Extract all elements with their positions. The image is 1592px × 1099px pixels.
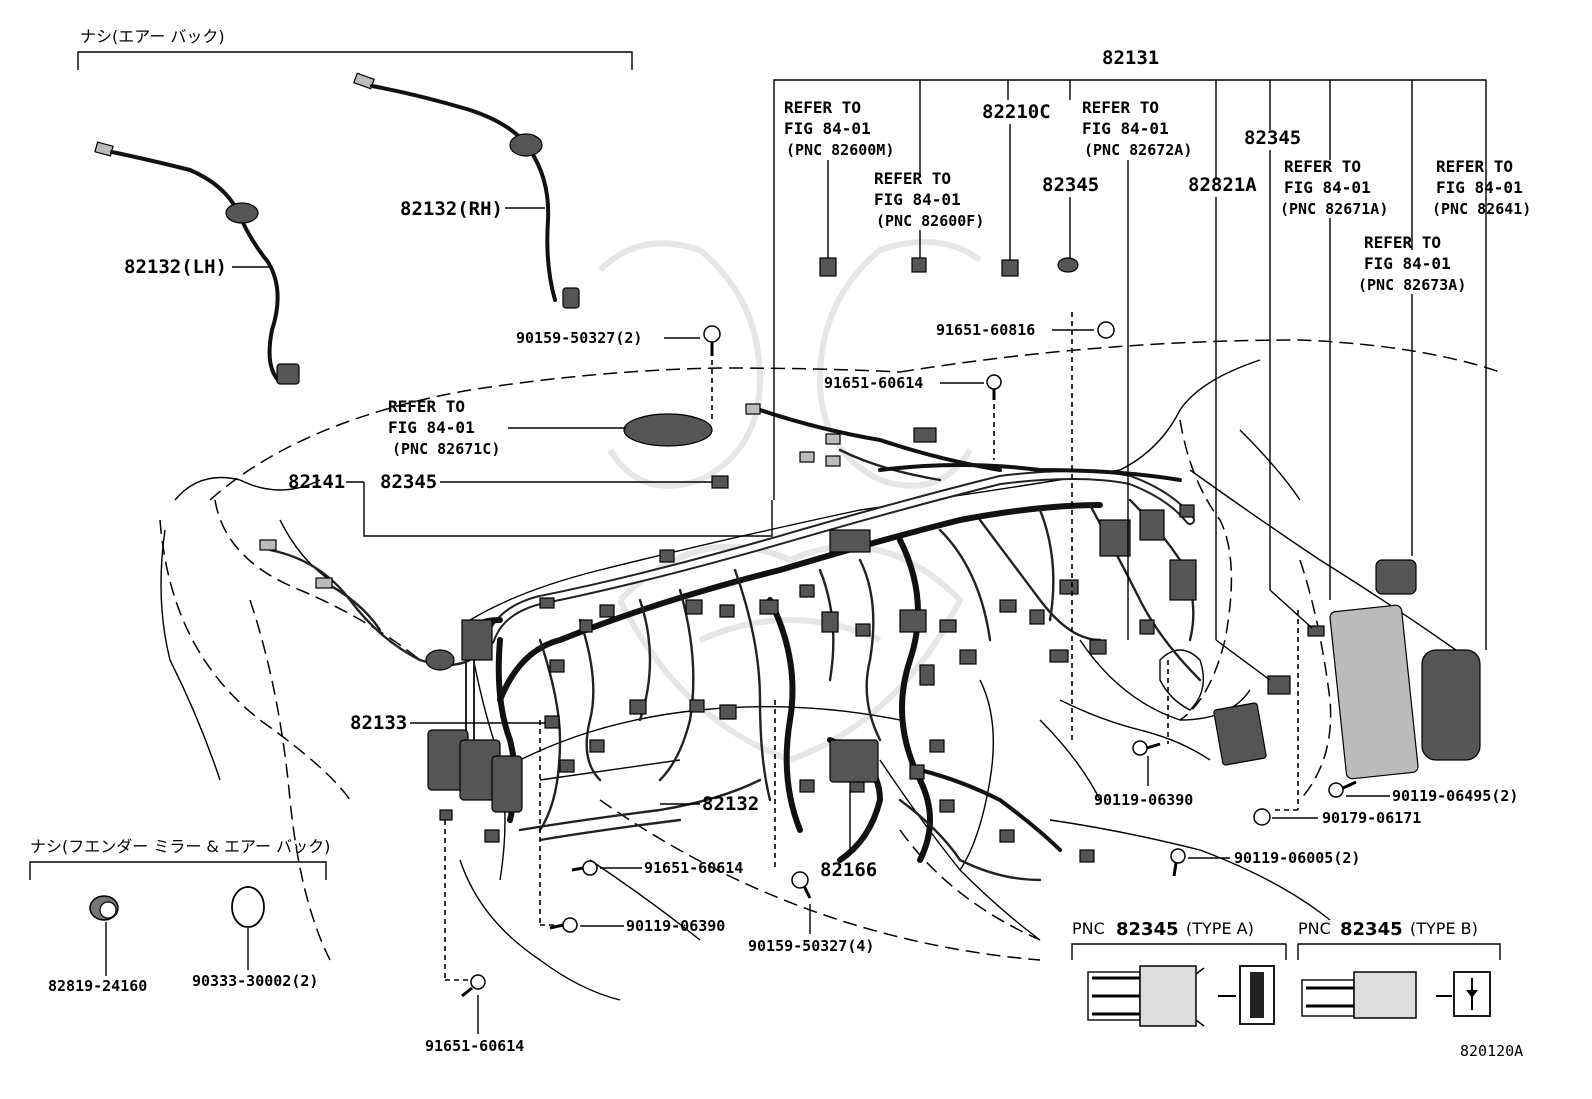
svg-text:REFER TO: REFER TO — [1082, 98, 1159, 117]
label-82345-left: 82345 — [380, 471, 437, 493]
group-bracket — [77, 51, 633, 70]
label-82345-top: 82345 — [1042, 174, 1099, 196]
svg-text:FIG 84-01: FIG 84-01 — [1436, 178, 1523, 197]
label-91651-60614-bottom: 91651-60614 — [425, 1037, 524, 1055]
label-82133: 82133 — [350, 712, 407, 734]
harness-82132-rh — [353, 72, 580, 309]
refer-note-82600f: REFER TO FIG 84-01 (PNC 82600F) — [874, 169, 984, 230]
svg-text:REFER TO: REFER TO — [1364, 233, 1441, 252]
label-90333-30002: 90333-30002(2) — [192, 972, 318, 990]
svg-text:REFER TO: REFER TO — [874, 169, 951, 188]
label-91651-60816: 91651-60816 — [936, 321, 1035, 339]
group-label-no-fender-mirror-airbag: ナシ(フエンダー ミラー & エアー バック) — [30, 837, 330, 856]
legend-type-b: PNC 82345 (TYPE B) — [1297, 919, 1501, 1019]
svg-text:REFER TO: REFER TO — [784, 98, 861, 117]
legend-type-a: PNC 82345 (TYPE A) — [1071, 919, 1287, 1027]
svg-text:(TYPE A): (TYPE A) — [1186, 919, 1254, 938]
label-91651-60614-mid: 91651-60614 — [644, 859, 743, 877]
fastener-callouts: 90159-50327(2) 91651-60816 91651-60614 R… — [288, 312, 1518, 1055]
label-82132: 82132 — [702, 793, 759, 815]
svg-text:FIG 84-01: FIG 84-01 — [1364, 254, 1451, 273]
svg-text:PNC: PNC — [1072, 919, 1105, 938]
label-82132-lh: 82132(LH) — [124, 256, 227, 278]
svg-text:(PNC 82671A): (PNC 82671A) — [1280, 200, 1388, 218]
label-82821a: 82821A — [1188, 174, 1257, 196]
refer-note-82673a: REFER TO FIG 84-01 (PNC 82673A) — [1358, 233, 1466, 294]
refer-note-82600m: REFER TO FIG 84-01 (PNC 82600M) — [784, 98, 894, 159]
label-91651-60614-top: 91651-60614 — [824, 374, 923, 392]
refer-note-82671a: REFER TO FIG 84-01 (PNC 82671A) — [1280, 157, 1388, 218]
svg-text:PNC: PNC — [1298, 919, 1331, 938]
svg-text:REFER TO: REFER TO — [1436, 157, 1513, 176]
svg-text:(PNC 82600M): (PNC 82600M) — [786, 141, 894, 159]
label-90159-50327-2: 90159-50327(2) — [516, 329, 642, 347]
label-82131: 82131 — [1102, 47, 1159, 69]
label-82132-rh: 82132(RH) — [400, 198, 503, 220]
legend-82345-types: PNC 82345 (TYPE A) PNC 82345 (TYPE B) — [1071, 919, 1501, 1027]
figure-code: 820120A — [1460, 1042, 1523, 1060]
svg-text:(PNC 82673A): (PNC 82673A) — [1358, 276, 1466, 294]
top-callouts: 82131 REFER TO FIG 84-01 (PNC 82600M) RE… — [773, 47, 1531, 681]
svg-text:FIG 84-01: FIG 84-01 — [874, 190, 961, 209]
label-90119-06390-left: 90119-06390 — [626, 917, 725, 935]
label-82345-right: 82345 — [1244, 127, 1301, 149]
svg-text:(PNC 82672A): (PNC 82672A) — [1084, 141, 1192, 159]
refer-note-82641: REFER TO FIG 84-01 (PNC 82641) — [1432, 157, 1531, 218]
svg-text:(TYPE B): (TYPE B) — [1410, 919, 1478, 938]
label-90179-06171: 90179-06171 — [1322, 809, 1421, 827]
no-airbag-group: ナシ(エアー バック) 82132(RH) 82132(LH) — [77, 27, 633, 385]
label-90119-06005: 90119-06005(2) — [1234, 849, 1360, 867]
label-90119-06390-right: 90119-06390 — [1094, 791, 1193, 809]
svg-text:FIG 84-01: FIG 84-01 — [388, 418, 475, 437]
svg-text:REFER TO: REFER TO — [388, 397, 465, 416]
harness-connectors — [259, 403, 1481, 863]
refer-note-82672a: REFER TO FIG 84-01 (PNC 82672A) — [1082, 98, 1192, 159]
svg-text:FIG 84-01: FIG 84-01 — [1284, 178, 1371, 197]
label-82166: 82166 — [820, 859, 877, 881]
no-fender-mirror-airbag-group: ナシ(フエンダー ミラー & エアー バック) 82819-24160 9033… — [29, 837, 330, 995]
label-90159-50327-4: 90159-50327(4) — [748, 937, 874, 955]
svg-text:FIG 84-01: FIG 84-01 — [784, 119, 871, 138]
svg-text:82345: 82345 — [1116, 919, 1179, 940]
harness-82132-lh — [94, 141, 300, 385]
refer-note-82671c: REFER TO FIG 84-01 (PNC 82671C) — [388, 397, 500, 458]
svg-text:(PNC 82671C): (PNC 82671C) — [392, 440, 500, 458]
label-90119-06495: 90119-06495(2) — [1392, 787, 1518, 805]
svg-text:REFER TO: REFER TO — [1284, 157, 1361, 176]
svg-text:(PNC 82600F): (PNC 82600F) — [876, 212, 984, 230]
svg-text:(PNC 82641): (PNC 82641) — [1432, 200, 1531, 218]
label-82141: 82141 — [288, 471, 345, 493]
label-82819-24160: 82819-24160 — [48, 977, 147, 995]
svg-text:FIG 84-01: FIG 84-01 — [1082, 119, 1169, 138]
label-82210c: 82210C — [982, 101, 1051, 123]
svg-text:82345: 82345 — [1340, 919, 1403, 940]
group-label-no-airbag: ナシ(エアー バック) — [80, 27, 225, 46]
